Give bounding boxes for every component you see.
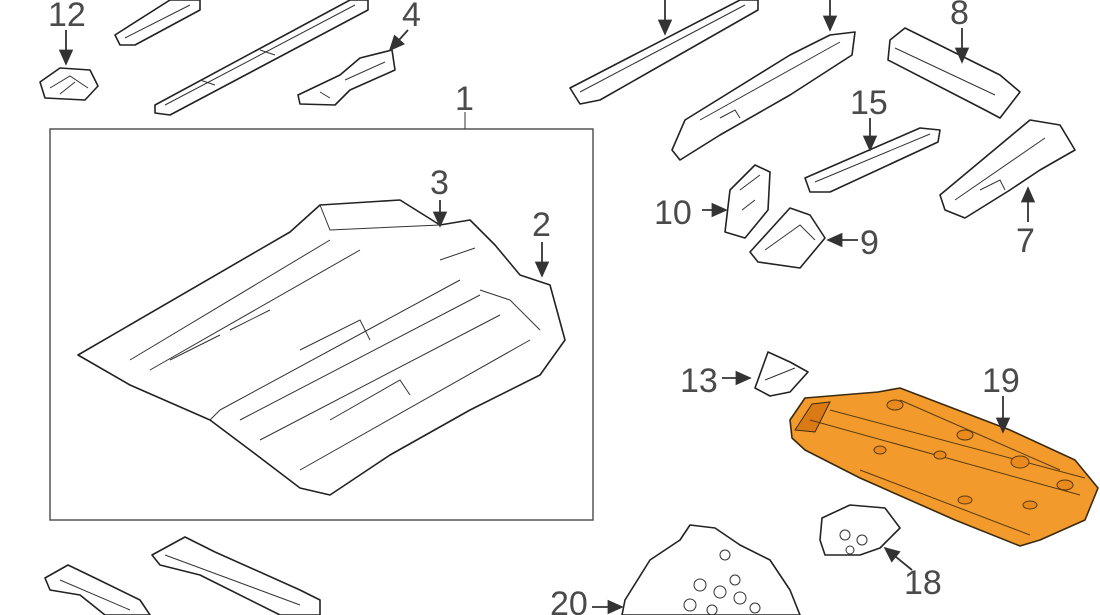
callout-13: 13	[680, 362, 718, 400]
callout-12: 12	[48, 0, 86, 34]
callout-1: 1	[455, 80, 474, 118]
callout-8: 8	[950, 0, 969, 32]
callout-10: 10	[654, 194, 692, 232]
part-1-assembly-frame	[49, 112, 594, 521]
part-rail-top-left[interactable]	[114, 0, 201, 46]
part-19-highlighted[interactable]	[789, 387, 1099, 547]
part-12[interactable]	[39, 30, 99, 101]
callout-19: 19	[982, 362, 1020, 400]
part-18[interactable]	[819, 504, 913, 571]
callout-20: 20	[550, 585, 588, 615]
part-1-floor-pan[interactable]	[77, 199, 566, 496]
part-4[interactable]	[297, 29, 409, 106]
callout-3: 3	[430, 164, 449, 202]
part-crossmember-bottom-center[interactable]	[151, 536, 321, 615]
callout-7: 7	[1016, 222, 1035, 260]
callout-15: 15	[850, 84, 888, 122]
callout-2: 2	[532, 206, 551, 244]
callout-4: 4	[402, 0, 421, 34]
part-crossmember-bottom-left[interactable]	[44, 564, 151, 615]
part-side-member[interactable]	[671, 0, 856, 161]
part-long-rail[interactable]	[154, 0, 369, 116]
part-7[interactable]	[939, 119, 1076, 222]
part-10[interactable]	[702, 164, 771, 239]
callout-9: 9	[860, 224, 879, 262]
part-rail-top-middle[interactable]	[569, 0, 759, 105]
part-8[interactable]	[887, 27, 1021, 119]
callout-18: 18	[904, 564, 942, 602]
part-9[interactable]	[749, 207, 858, 269]
part-15[interactable]	[804, 118, 941, 193]
part-20[interactable]	[592, 524, 801, 615]
part-13[interactable]	[722, 351, 809, 397]
